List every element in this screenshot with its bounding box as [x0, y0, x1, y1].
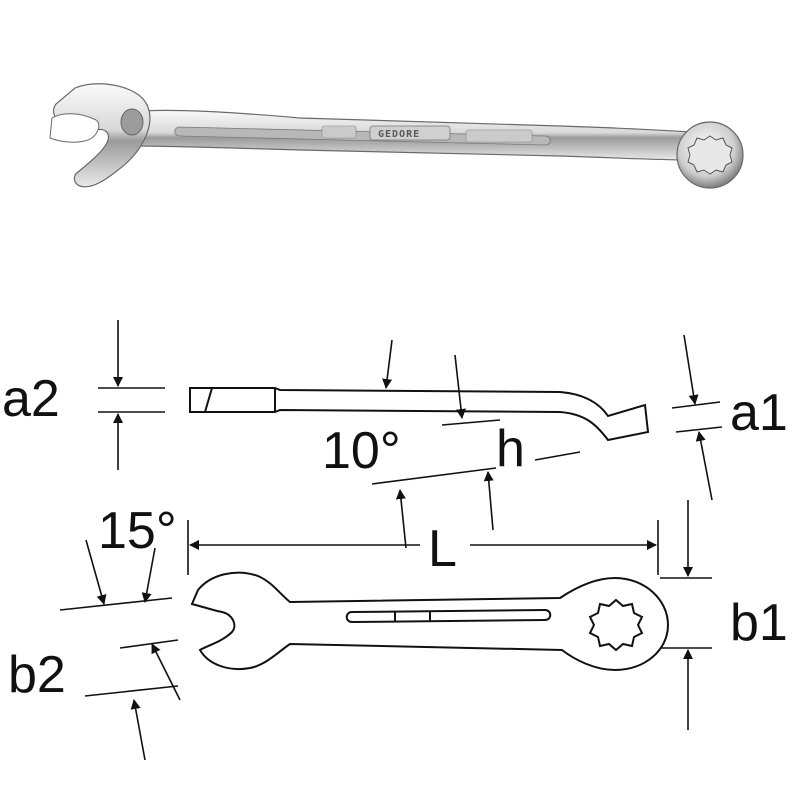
- side-view-drawing: [189, 387, 650, 442]
- label-angle-10: 10°: [322, 422, 401, 480]
- wrench-photo-slot: [174, 126, 551, 146]
- dim-b2: [59, 539, 181, 761]
- label-a2: a2: [2, 370, 60, 428]
- dim-a1: [671, 334, 723, 501]
- wrench-photo: GEDORE: [49, 83, 744, 189]
- dim-b1: [660, 500, 712, 730]
- side-view-outline: [189, 387, 650, 442]
- dim-L: [187, 520, 659, 575]
- dim-a2: [98, 320, 165, 470]
- plan-view-ring-bore: [588, 598, 644, 652]
- plan-view-drawing: [190, 571, 670, 672]
- label-angle-15: 15°: [98, 502, 177, 560]
- label-a1: a1: [730, 384, 788, 442]
- label-b2: b2: [8, 646, 66, 704]
- wrench-photo-ring-bore: [687, 135, 733, 175]
- label-h: h: [496, 420, 525, 478]
- brand-stamp: GEDORE: [378, 129, 420, 140]
- plan-view-slot: [345, 608, 552, 624]
- dim-h: [371, 354, 581, 531]
- dim-angle-10: [382, 339, 407, 549]
- label-b1: b1: [730, 594, 788, 652]
- label-L: L: [428, 520, 457, 578]
